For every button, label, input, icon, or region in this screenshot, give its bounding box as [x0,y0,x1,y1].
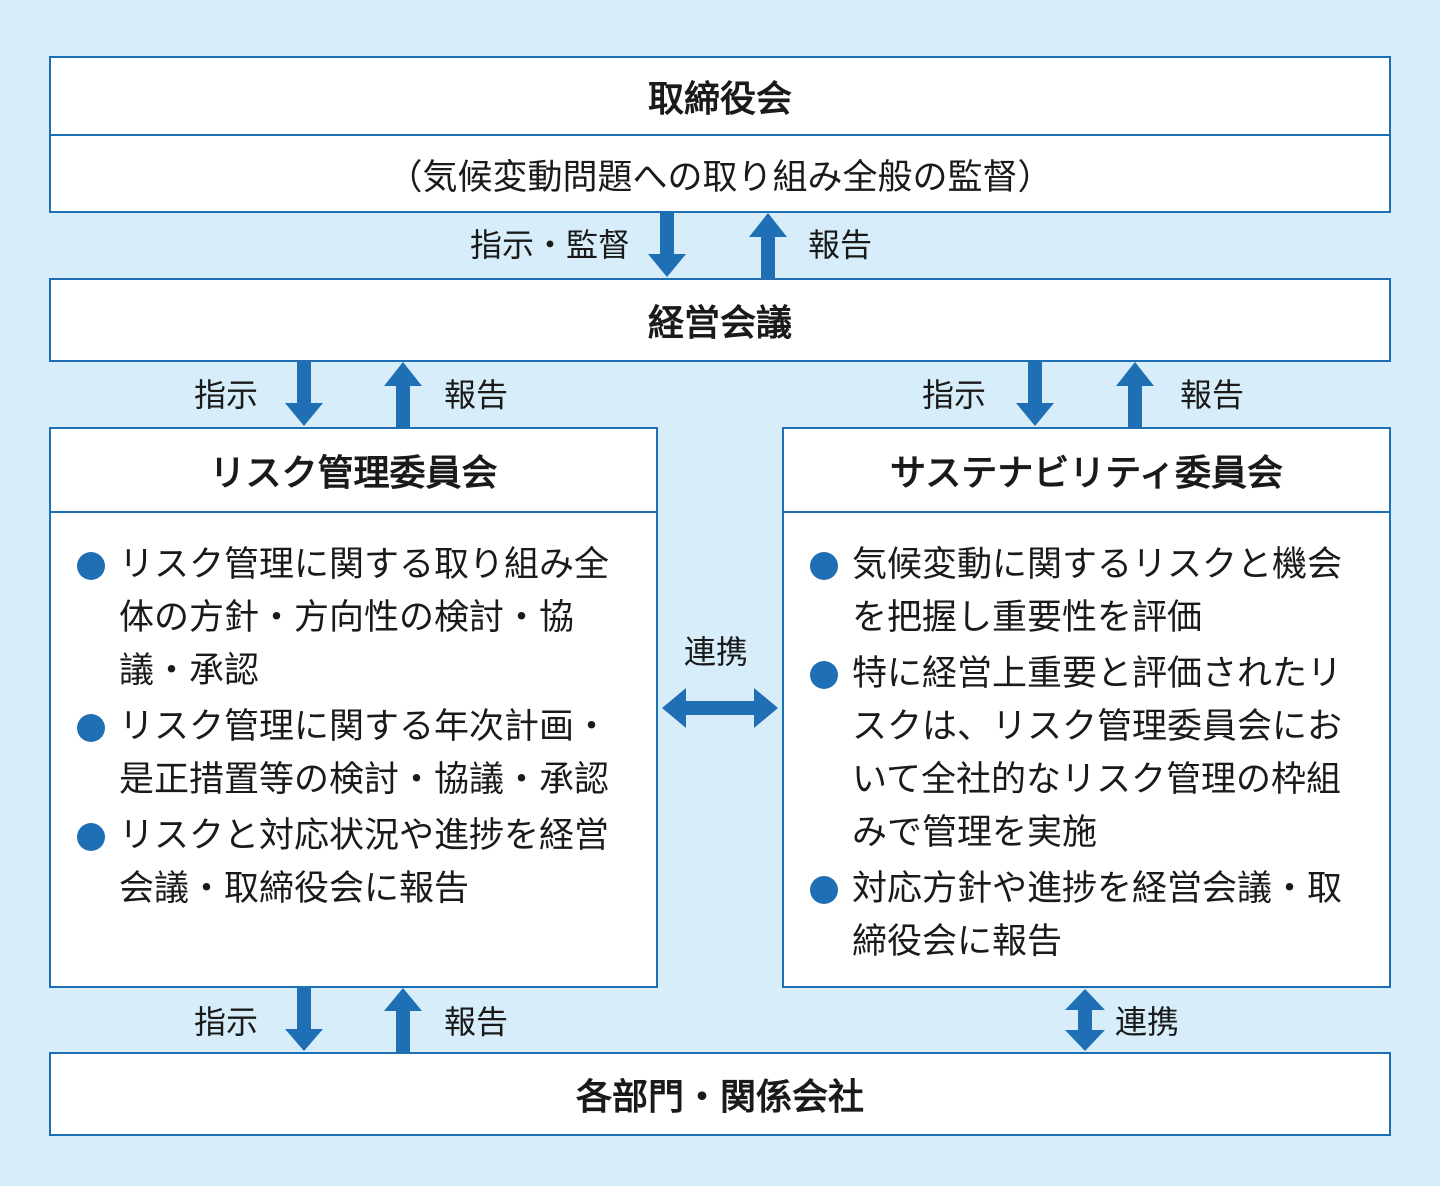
bullet-icon [810,876,838,904]
list-item: リスク管理に関する取り組み全体の方針・方向性の検討・協議・承認 [73,539,633,698]
sustainability-committee-list: 気候変動に関するリスクと機会を把握し重要性を評価 特に経営上重要と評価されたリス… [806,539,1366,969]
arrow-double-vertical-icon [1065,989,1105,1051]
risk-committee-title: リスク管理委員会 [209,453,498,494]
arrow-down-icon [648,213,686,277]
board-title: 取締役会 [647,79,792,120]
board-down-label: 指示・監督 [470,226,631,264]
management-title: 経営会議 [647,303,792,344]
arrow-double-horizontal-icon [662,688,778,728]
bullet-icon [77,552,105,580]
risk-up-label: 報告 [444,376,509,414]
list-item: 対応方針や進捗を経営会議・取締役会に報告 [806,863,1366,969]
arrow-up-icon [749,213,787,278]
sustainability-committee-title: サステナビリティ委員会 [889,453,1284,494]
bullet-icon [810,661,838,689]
arrow-down-icon [1016,362,1054,426]
bullet-icon [77,714,105,742]
bullet-icon [810,552,838,580]
risk-committee-divider [51,511,656,513]
risk-down-label: 指示 [194,376,259,414]
committee-link-label: 連携 [684,633,749,671]
bullet-icon [77,823,105,851]
board-subtitle: （気候変動問題への取り組み全般の監督） [387,158,1053,198]
departments-title: 各部門・関係会社 [575,1077,864,1118]
list-item: リスクと対応状況や進捗を経営会議・取締役会に報告 [73,810,633,916]
departments-box: 各部門・関係会社 [49,1052,1391,1136]
arrow-down-icon [285,362,323,426]
management-box: 経営会議 [49,278,1391,362]
list-item: 気候変動に関するリスクと機会を把握し重要性を評価 [806,539,1366,645]
arrow-down-icon [285,988,323,1051]
arrow-up-icon [1116,362,1154,427]
sustainability-committee-box: サステナビリティ委員会 気候変動に関するリスクと機会を把握し重要性を評価 特に経… [782,427,1391,988]
board-divider [51,134,1389,136]
departments-down-label: 指示 [194,1003,259,1041]
sustainability-up-label: 報告 [1180,376,1245,414]
sustainability-down-label: 指示 [922,376,987,414]
sustainability-committee-divider [784,511,1389,513]
board-box: 取締役会 （気候変動問題への取り組み全般の監督） [49,56,1391,213]
risk-committee-list: リスク管理に関する取り組み全体の方針・方向性の検討・協議・承認 リスク管理に関す… [73,539,633,916]
arrow-up-icon [384,988,422,1052]
arrow-up-icon [384,362,422,427]
list-item: 特に経営上重要と評価されたリスクは、リスク管理委員会において全社的なリスク管理の… [806,648,1366,860]
sustainability-departments-link-label: 連携 [1115,1003,1180,1041]
list-item: リスク管理に関する年次計画・是正措置等の検討・協議・承認 [73,701,633,807]
risk-committee-box: リスク管理委員会 リスク管理に関する取り組み全体の方針・方向性の検討・協議・承認… [49,427,658,988]
departments-up-label: 報告 [444,1003,509,1041]
board-up-label: 報告 [808,226,873,264]
